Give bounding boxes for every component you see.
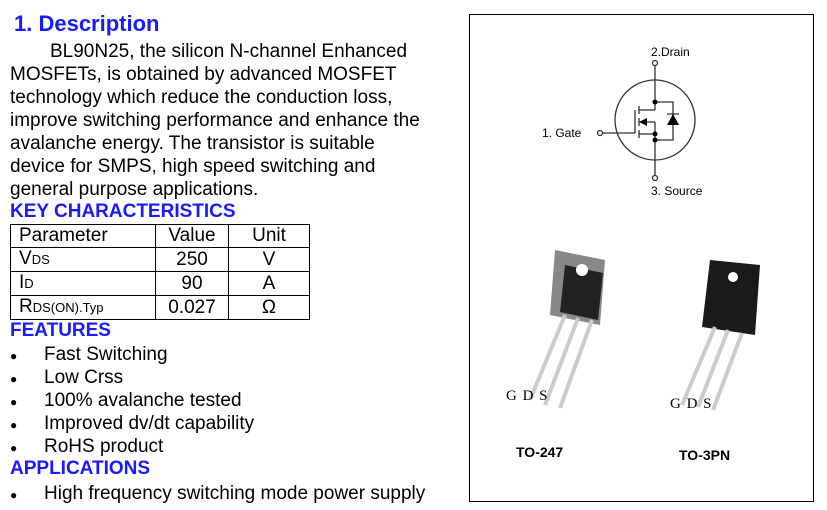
features-heading: FEATURES xyxy=(10,320,111,341)
feature-item: ●Fast Switching xyxy=(10,344,168,365)
feature-text: RoHS product xyxy=(44,436,164,457)
description-line: improve switching performance and enhanc… xyxy=(10,110,420,131)
section-title: 1. Description xyxy=(14,11,160,36)
application-item: ●High frequency switching mode power sup… xyxy=(10,483,426,504)
description-line: device for SMPS, high speed switching an… xyxy=(10,156,376,177)
source-label: 3. Source xyxy=(651,184,703,198)
to247-label: TO-247 xyxy=(516,444,564,460)
header-value: Value xyxy=(155,224,229,248)
to3pn-package-icon xyxy=(680,260,760,411)
param-subscript: D xyxy=(24,276,34,291)
key-characteristics-heading: KEY CHARACTERISTICS xyxy=(10,201,236,222)
to247-pin-labels: G D S xyxy=(506,388,549,404)
feature-item: ●RoHS product xyxy=(10,436,164,457)
header-unit: Unit xyxy=(228,224,310,248)
feature-item: ●Low Crss xyxy=(10,367,124,388)
description-line: MOSFETs, is obtained by advanced MOSFET xyxy=(10,64,397,85)
package-figure-box xyxy=(469,14,814,502)
param-symbol: R xyxy=(19,296,33,317)
to3pn-pin-labels: G D S xyxy=(670,396,713,412)
feature-text: Fast Switching xyxy=(44,344,168,365)
feature-text: Improved dv/dt capability xyxy=(44,413,255,434)
to3pn-label: TO-3PN xyxy=(679,447,731,463)
param-unit: A xyxy=(228,271,310,296)
applications-heading: APPLICATIONS xyxy=(10,458,151,479)
param-symbol: I xyxy=(19,272,25,293)
param-value: 0.027 xyxy=(155,295,229,320)
feature-item: ●100% avalanche tested xyxy=(10,390,242,411)
feature-item: ●Improved dv/dt capability xyxy=(10,413,255,434)
param-symbol: V xyxy=(19,248,32,269)
mosfet-symbol-icon xyxy=(528,59,760,411)
gate-label: 1. Gate xyxy=(542,126,582,140)
param-subscript: DS(ON).Typ xyxy=(32,300,104,315)
param-value: 90 xyxy=(155,271,229,296)
param-subscript: DS xyxy=(31,252,50,267)
param-unit: Ω xyxy=(228,295,310,320)
description-line: BL90N25, the silicon N-channel Enhanced xyxy=(50,41,408,62)
feature-text: Low Crss xyxy=(44,367,124,388)
description-line: general purpose applications. xyxy=(10,179,259,200)
header-parameter: Parameter xyxy=(10,224,156,248)
feature-text: 100% avalanche tested xyxy=(44,390,242,411)
drain-label: 2.Drain xyxy=(651,45,690,59)
param-value: 250 xyxy=(155,247,229,272)
application-text: High frequency switching mode power supp… xyxy=(44,483,426,504)
to247-package-icon xyxy=(528,250,605,409)
param-unit: V xyxy=(228,247,310,272)
description-line: technology which reduce the conduction l… xyxy=(10,87,393,108)
description-line: avalanche energy. The transistor is suit… xyxy=(10,133,375,154)
